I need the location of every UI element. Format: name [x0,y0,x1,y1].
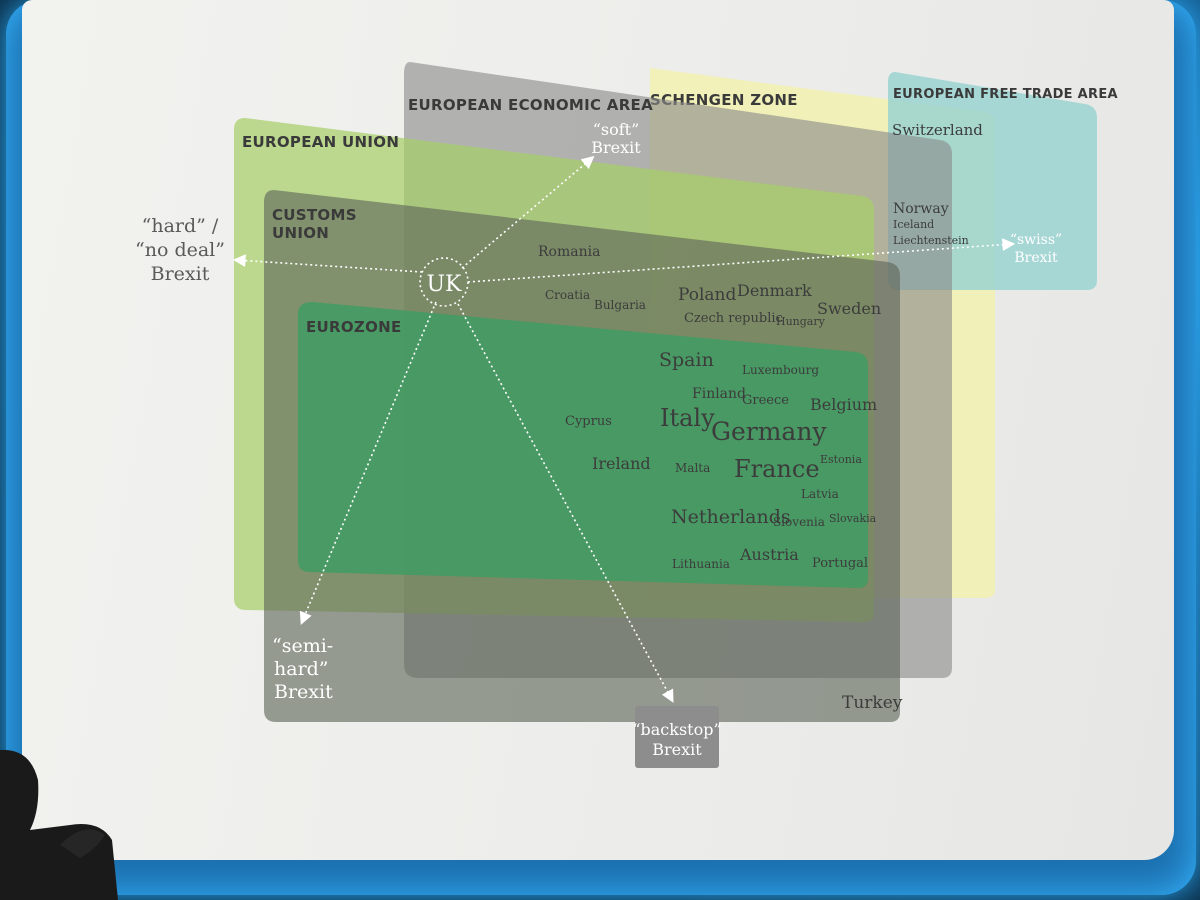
country-slovakia: Slovakia [829,512,877,525]
country-sweden: Sweden [817,299,881,318]
country-liechtenstein: Liechtenstein [893,234,969,247]
country-bulgaria: Bulgaria [594,298,646,312]
hard-brexit-label-line2: “no deal” [135,239,225,261]
semi-hard-brexit-label-line1: “semi- [272,635,333,657]
eu-title: EUROPEAN UNION [242,133,399,151]
semi-hard-brexit-label-line3: Brexit [274,681,333,703]
country-germany: Germany [711,417,827,446]
country-italy: Italy [660,404,715,432]
arrow-to-hard-brexit [232,254,423,273]
eurozone-title: EUROZONE [306,318,402,336]
country-austria: Austria [739,545,799,564]
country-hungary: Hungary [776,315,826,328]
country-croatia: Croatia [545,288,590,302]
semi-hard-brexit-label-line2: hard” [274,658,329,680]
backstop-box [635,706,719,768]
country-poland: Poland [678,285,737,305]
swiss-brexit-label-line2: Brexit [1014,250,1058,266]
country-ireland: Ireland [592,454,651,473]
country-netherlands: Netherlands [671,506,791,528]
soft-brexit-label-line2: Brexit [591,138,641,157]
country-portugal: Portugal [812,556,868,571]
uk-label: UK [427,272,463,297]
arrow-to-swiss-brexit [467,238,1016,283]
country-belgium: Belgium [810,395,877,414]
arrow-to-soft-brexit [461,155,595,269]
presenter-silhouette [0,749,118,900]
customs-union-title-line1: CUSTOMS [272,206,357,224]
eea-title: EUROPEAN ECONOMIC AREA [408,96,653,114]
country-iceland: Iceland [893,218,934,231]
backstop-brexit-label-line2: Brexit [652,740,702,759]
country-romania: Romania [538,244,600,260]
customs-union-title-line2: UNION [272,224,329,242]
hard-brexit-label-line1: “hard” / [142,215,219,237]
efta-title: EUROPEAN FREE TRADE AREA [893,87,1118,102]
country-norway: Norway [893,201,949,217]
country-latvia: Latvia [801,487,839,501]
country-denmark: Denmark [737,281,812,300]
arrow-to-backstop-brexit [457,303,674,703]
eurozone-box [298,302,868,588]
country-turkey: Turkey [842,693,903,713]
soft-brexit-label-line1: “soft” [593,120,640,139]
country-finland: Finland [692,386,746,402]
country-switzerland: Switzerland [892,121,983,139]
hard-brexit-label-line3: Brexit [151,263,210,285]
country-cyprus: Cyprus [565,414,612,429]
europe-venn-diagram: SCHENGEN ZONE EUROPEAN FREE TRADE AREA E… [135,62,1118,768]
country-luxembourg: Luxembourg [742,363,819,377]
country-malta: Malta [675,461,710,475]
country-lithuania: Lithuania [672,557,730,571]
country-czech-republic: Czech republic [684,311,783,326]
country-slovenia: Slovenia [773,515,825,529]
country-greece: Greece [742,393,789,408]
country-spain: Spain [659,349,714,371]
backstop-brexit-label-line1: “backstop” [632,720,721,739]
country-france: France [734,455,820,483]
swiss-brexit-label-line1: “swiss” [1010,232,1062,248]
projection-screen: SCHENGEN ZONE EUROPEAN FREE TRADE AREA E… [22,0,1174,860]
country-estonia: Estonia [820,453,862,466]
uk-node [419,257,469,307]
